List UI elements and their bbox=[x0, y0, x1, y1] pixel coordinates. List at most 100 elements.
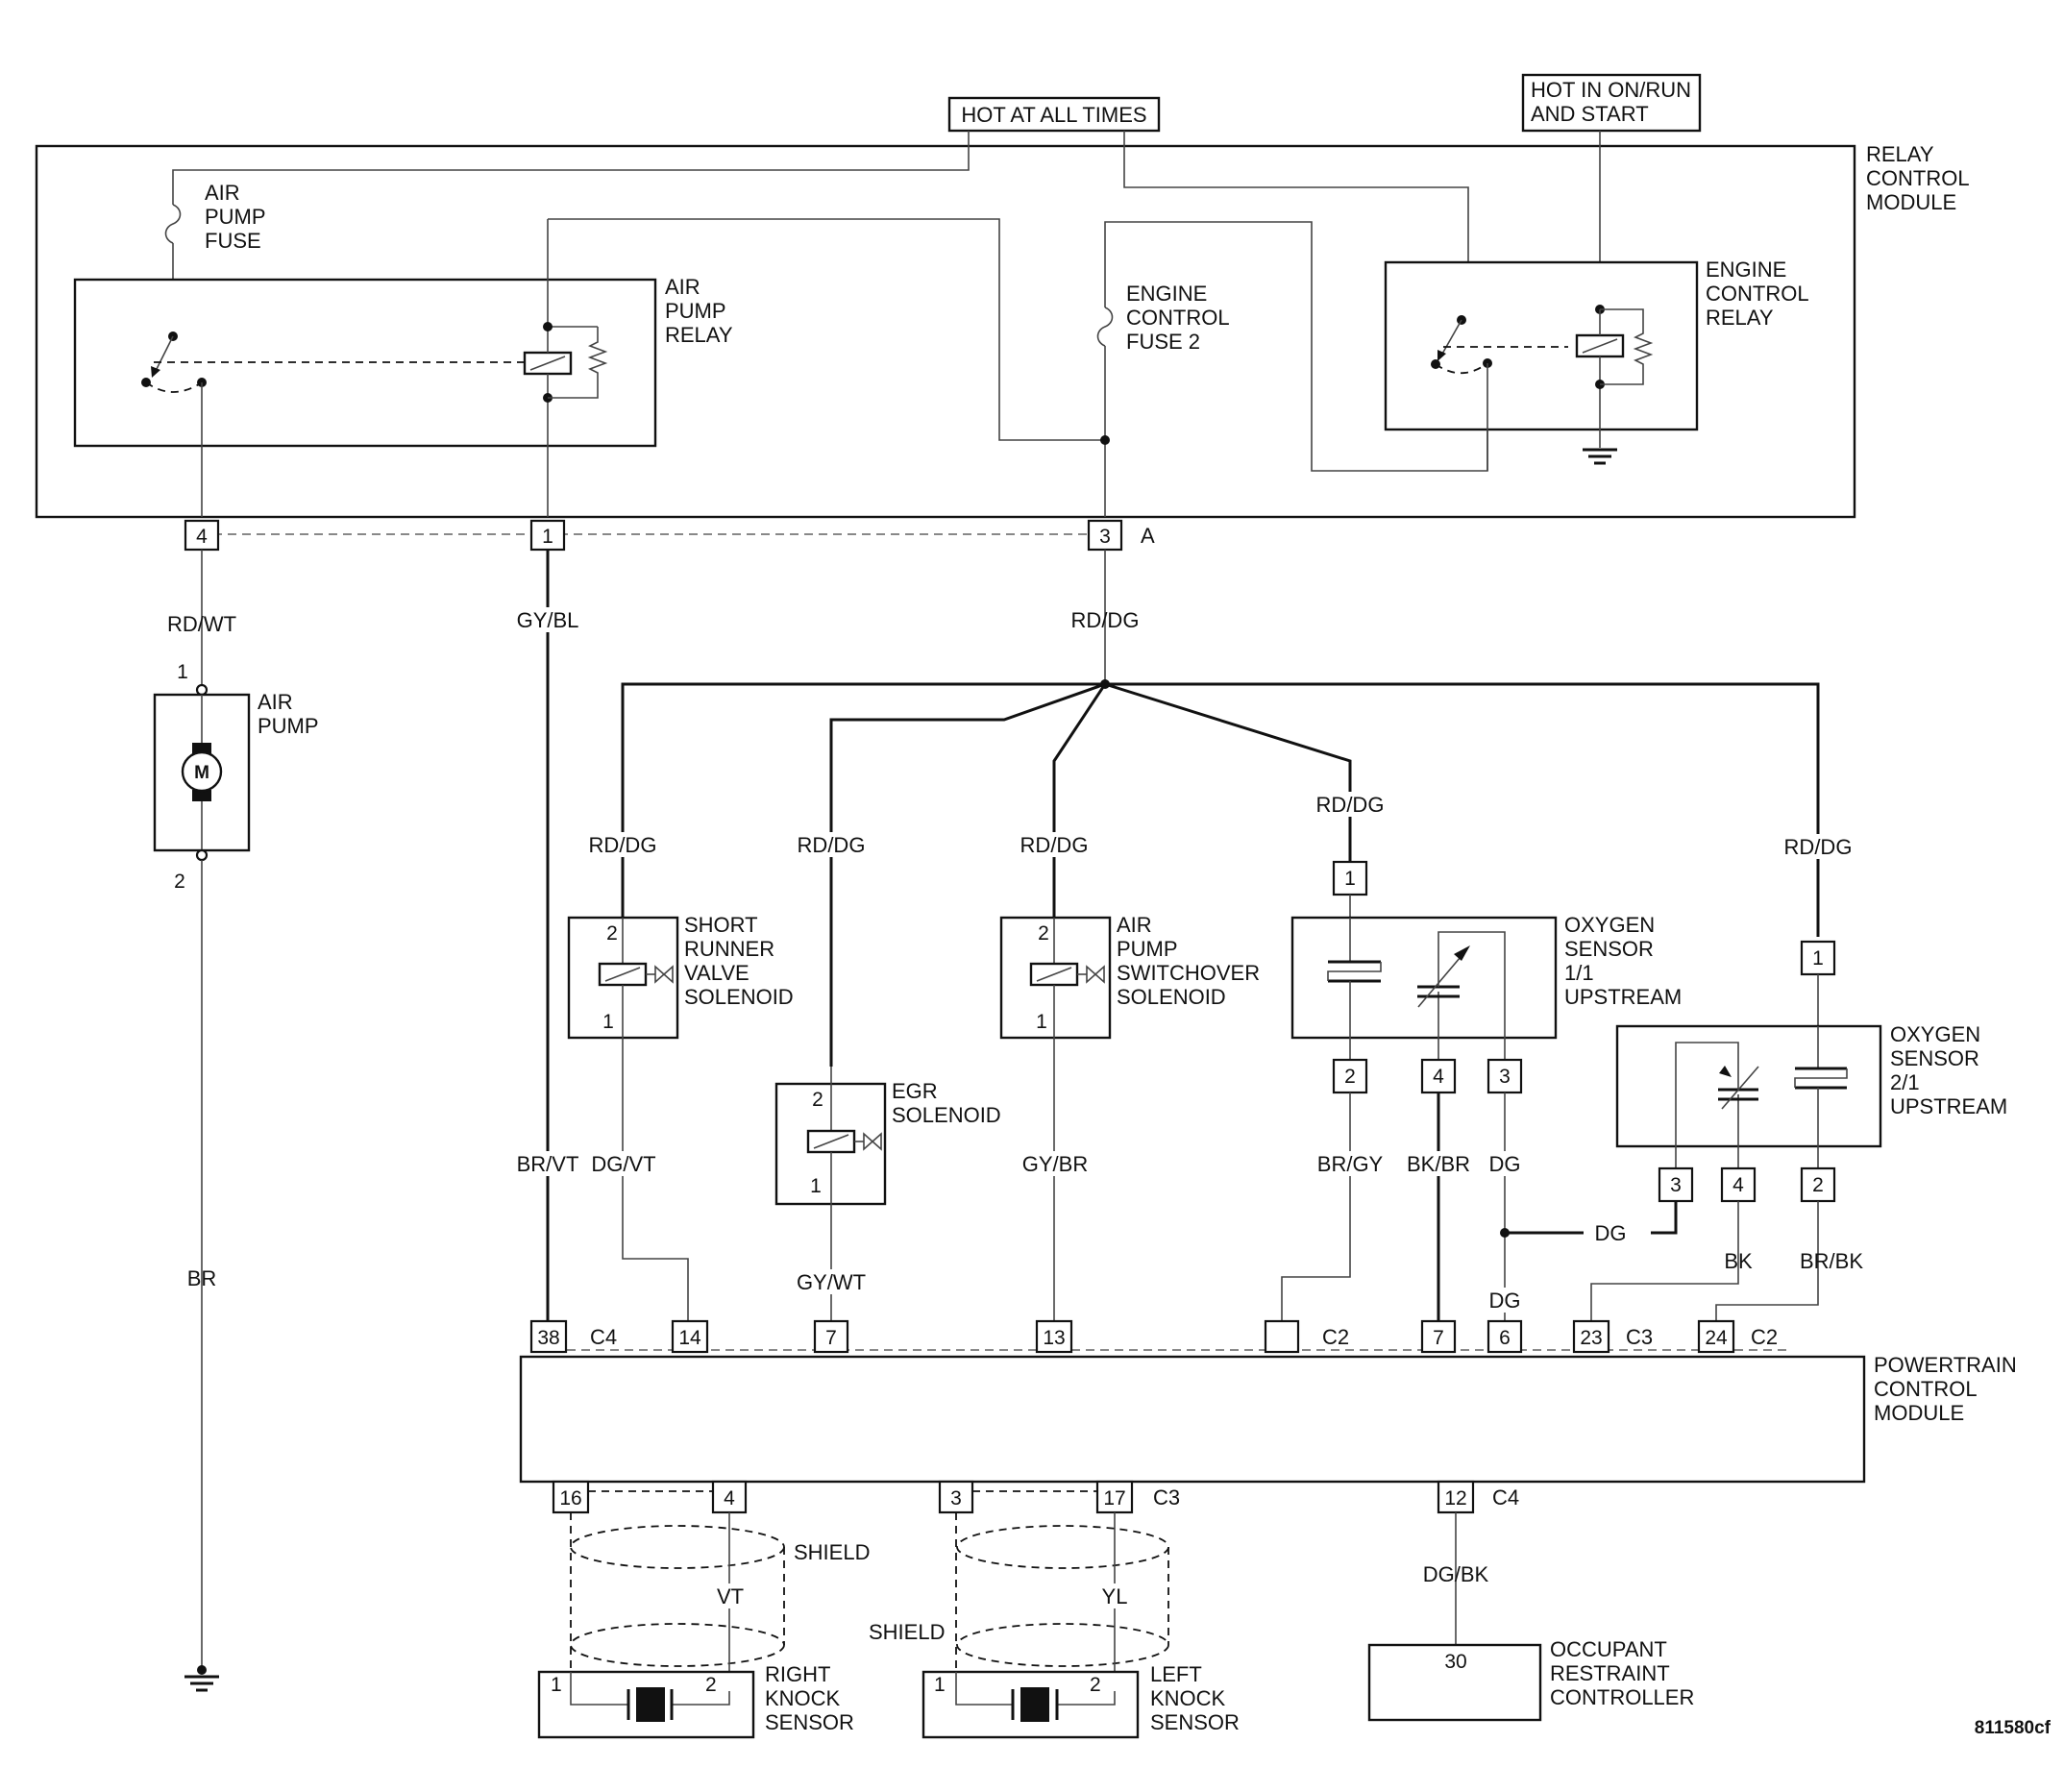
svg-text:RELAY: RELAY bbox=[1866, 142, 1934, 166]
wire-yl: YL bbox=[1102, 1584, 1128, 1608]
o2-21-pin-2: 2 bbox=[1800, 1166, 1836, 1203]
motor-label: M bbox=[194, 763, 209, 783]
svg-text:RIGHT: RIGHT bbox=[765, 1662, 830, 1686]
air-pump-fuse-label: AIR PUMP FUSE bbox=[205, 181, 266, 253]
svg-text:2: 2 bbox=[1812, 1174, 1824, 1196]
occupant-restraint-controller-label: OCCUPANT RESTRAINT CONTROLLER bbox=[1550, 1637, 1694, 1709]
right-knock-shield-bottom bbox=[570, 1623, 785, 1667]
engine-relay-ground-icon bbox=[1583, 448, 1617, 465]
pcm-pin-6: 6 bbox=[1487, 1319, 1523, 1354]
wire-rd-dg-o2-11: RD/DG bbox=[1316, 793, 1385, 817]
wire-br-gy: BR/GY bbox=[1317, 1152, 1384, 1176]
svg-text:LEFT: LEFT bbox=[1150, 1662, 1202, 1686]
svg-text:PUMP: PUMP bbox=[1117, 937, 1178, 961]
pcm-pin-7-egr: 7 bbox=[813, 1319, 849, 1354]
svg-text:1: 1 bbox=[1344, 868, 1356, 890]
svg-text:POWERTRAIN: POWERTRAIN bbox=[1874, 1353, 2017, 1377]
air-pump-fuse-feed bbox=[172, 131, 970, 205]
left-knock-shield-top bbox=[956, 1525, 1169, 1569]
pcm-pin-38: 38 bbox=[529, 1319, 568, 1354]
oxygen-sensor-1-1-label: OXYGEN SENSOR 1/1 UPSTREAM bbox=[1564, 913, 1682, 1009]
svg-text:KNOCK: KNOCK bbox=[1150, 1686, 1226, 1710]
svg-text:AIR: AIR bbox=[1117, 913, 1152, 937]
pcm-connector-c3-top: C3 bbox=[1626, 1325, 1653, 1349]
svg-text:CONTROL: CONTROL bbox=[1874, 1377, 1978, 1401]
pcm-pin-7-o2: 7 bbox=[1420, 1319, 1457, 1354]
svg-text:AIR: AIR bbox=[665, 275, 700, 299]
svg-text:7: 7 bbox=[825, 1327, 837, 1349]
wire-rd-dg-srv: RD/DG bbox=[589, 833, 657, 857]
svg-text:SOLENOID: SOLENOID bbox=[1117, 985, 1226, 1009]
svg-text:4: 4 bbox=[1732, 1174, 1744, 1196]
air-pump-fuse-symbol bbox=[164, 204, 182, 244]
o2-21-pin-4: 4 bbox=[1720, 1166, 1757, 1203]
svg-text:1: 1 bbox=[542, 526, 553, 548]
left-knock-pin-2: 2 bbox=[1090, 1674, 1101, 1696]
right-knock-pin-1: 1 bbox=[551, 1674, 562, 1696]
pcm-connector-c2-a: C2 bbox=[1322, 1325, 1349, 1349]
svg-text:RELAY: RELAY bbox=[1706, 306, 1774, 330]
right-knock-sensor-label: RIGHT KNOCK SENSOR bbox=[765, 1662, 854, 1734]
engine-control-relay-feed bbox=[1123, 131, 1469, 317]
wire-br-bk: BR/BK bbox=[1800, 1249, 1863, 1273]
svg-text:PUMP: PUMP bbox=[665, 299, 726, 323]
pcm-pin-24: 24 bbox=[1697, 1319, 1735, 1354]
srv-pin-1: 1 bbox=[602, 1011, 614, 1033]
svg-text:14: 14 bbox=[678, 1327, 701, 1349]
egr-solenoid-label: EGR SOLENOID bbox=[892, 1079, 1001, 1127]
air-pump-relay-resistor bbox=[587, 327, 608, 380]
right-knock-shield-top bbox=[570, 1525, 785, 1569]
short-runner-valve-solenoid-label: SHORT RUNNER VALVE SOLENOID bbox=[684, 913, 794, 1009]
svg-text:SWITCHOVER: SWITCHOVER bbox=[1117, 961, 1260, 985]
svg-text:UPSTREAM: UPSTREAM bbox=[1564, 985, 1682, 1009]
svg-text:SENSOR: SENSOR bbox=[765, 1710, 854, 1734]
relay-module-connector-a: A bbox=[1141, 524, 1155, 548]
svg-text:CONTROLLER: CONTROLLER bbox=[1550, 1685, 1694, 1709]
svg-text:MODULE: MODULE bbox=[1866, 190, 1956, 214]
svg-text:CONTROL: CONTROL bbox=[1126, 306, 1230, 330]
svg-text:38: 38 bbox=[537, 1327, 559, 1349]
svg-text:OXYGEN: OXYGEN bbox=[1564, 913, 1655, 937]
pcm-connector-c3-bottom: C3 bbox=[1153, 1485, 1180, 1510]
engine-control-fuse-label: ENGINE CONTROL FUSE 2 bbox=[1126, 282, 1230, 354]
wire-bk-br: BK/BR bbox=[1407, 1152, 1470, 1176]
hot-at-all-times-box bbox=[947, 96, 1161, 133]
left-knock-crystal-icon bbox=[1020, 1687, 1049, 1722]
o2-11-pin-2: 2 bbox=[1332, 1058, 1368, 1094]
srv-pin-2: 2 bbox=[606, 922, 618, 945]
engine-control-fuse-symbol bbox=[1096, 307, 1114, 347]
powertrain-control-module-label: POWERTRAIN CONTROL MODULE bbox=[1874, 1353, 2017, 1425]
pcm-pin-13: 13 bbox=[1035, 1319, 1073, 1354]
air-pump-switchover-solenoid-label: AIR PUMP SWITCHOVER SOLENOID bbox=[1117, 913, 1260, 1009]
pcm-pin-17: 17 bbox=[1095, 1480, 1134, 1514]
svg-text:RELAY: RELAY bbox=[665, 323, 733, 347]
svg-text:1/1: 1/1 bbox=[1564, 961, 1594, 985]
svg-text:SENSOR: SENSOR bbox=[1564, 937, 1654, 961]
wire-rd-dg-aps: RD/DG bbox=[1020, 833, 1089, 857]
o2-11-pin-4: 4 bbox=[1420, 1058, 1457, 1094]
svg-text:AIR: AIR bbox=[205, 181, 240, 205]
svg-text:4: 4 bbox=[1433, 1066, 1444, 1088]
svg-text:SOLENOID: SOLENOID bbox=[892, 1103, 1001, 1127]
svg-text:3: 3 bbox=[1099, 526, 1111, 548]
svg-text:FUSE 2: FUSE 2 bbox=[1126, 330, 1200, 354]
wire-rd-dg-main: RD/DG bbox=[1071, 608, 1140, 632]
left-knock-sensor-label: LEFT KNOCK SENSOR bbox=[1150, 1662, 1240, 1734]
left-knock-shield-label: SHIELD bbox=[869, 1620, 945, 1644]
svg-text:RUNNER: RUNNER bbox=[684, 937, 774, 961]
wire-gy-bl: GY/BL bbox=[517, 608, 579, 632]
pcm-connector-c4-top: C4 bbox=[590, 1325, 617, 1349]
svg-text:OCCUPANT: OCCUPANT bbox=[1550, 1637, 1667, 1661]
wire-rd-wt: RD/WT bbox=[167, 612, 236, 636]
left-knock-shield-bottom bbox=[956, 1623, 1169, 1667]
air-pump-label: AIR PUMP bbox=[258, 690, 319, 738]
wire-br: BR bbox=[187, 1266, 217, 1290]
svg-text:KNOCK: KNOCK bbox=[765, 1686, 841, 1710]
hot-in-run-label-2: AND START bbox=[1531, 102, 1649, 126]
svg-text:MODULE: MODULE bbox=[1874, 1401, 1964, 1425]
pcm-connector-c4-bottom: C4 bbox=[1492, 1485, 1519, 1510]
svg-text:23: 23 bbox=[1580, 1327, 1602, 1349]
svg-text:PUMP: PUMP bbox=[258, 714, 319, 738]
svg-text:UPSTREAM: UPSTREAM bbox=[1890, 1094, 2007, 1118]
diagram-id: 811580cf bbox=[1975, 1718, 2052, 1738]
